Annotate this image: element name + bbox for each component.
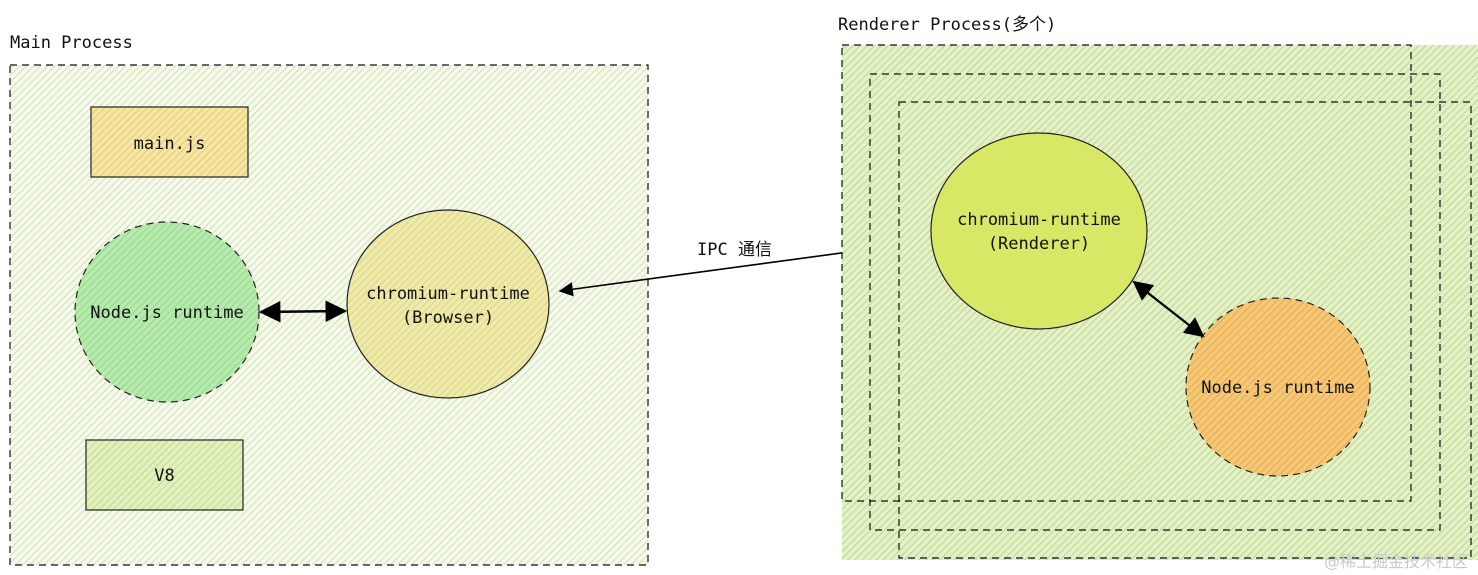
browser-chromium-label-line1: chromium-runtime	[366, 284, 530, 304]
node-browser-arrow	[258, 300, 348, 323]
renderer-panel-3	[898, 101, 1472, 559]
renderer-node-runtime-label: Node.js runtime	[1201, 378, 1355, 398]
main-node-runtime-label: Node.js runtime	[90, 303, 244, 323]
renderer-process-title: Renderer Process(多个)	[838, 15, 1056, 35]
v8-box	[85, 439, 244, 511]
renderer-panel-2	[869, 73, 1441, 531]
renderer-chromium-circle	[930, 132, 1148, 330]
renderer-chromium-label-line2: (Renderer)	[988, 234, 1090, 254]
renderer-panel-1	[841, 44, 1412, 502]
browser-chromium-label-line2: (Browser)	[402, 308, 494, 328]
browser-chromium-circle	[346, 209, 550, 399]
ipc-label: IPC 通信	[697, 240, 772, 260]
main-js-label: main.js	[134, 134, 206, 154]
watermark: @稀土掘金技术社区	[1324, 552, 1468, 571]
renderer-chromium-node-arrow	[1132, 280, 1205, 338]
main-process-title: Main Process	[10, 33, 133, 53]
v8-label: V8	[154, 466, 174, 486]
renderer-chromium-label-line1: chromium-runtime	[957, 210, 1121, 230]
main-js-box	[90, 106, 249, 178]
renderer-node-runtime-circle	[1185, 297, 1371, 477]
